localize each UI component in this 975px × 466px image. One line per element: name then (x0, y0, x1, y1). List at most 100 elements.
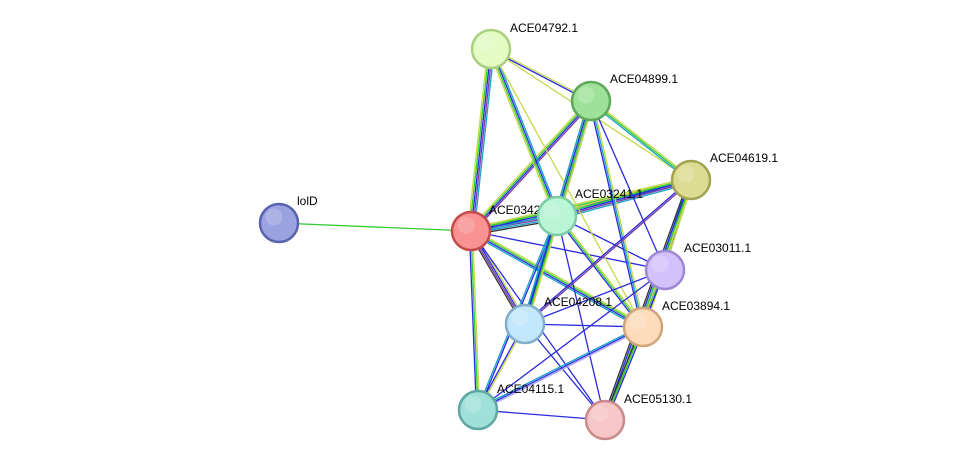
edge-line-blue (471, 101, 593, 232)
edge-lolD-ACE03420.1 (278, 222, 472, 232)
edge-line-lavender (478, 327, 645, 413)
edge-line-blue (477, 326, 644, 411)
edge-line-dark (602, 178, 690, 420)
node-circle[interactable] (258, 202, 300, 244)
node-ACE04792.1[interactable]: ACE04792.1 (470, 21, 578, 70)
edge-ACE03241.1-ACE04792.1 (488, 47, 560, 218)
node-circle[interactable] (450, 210, 492, 252)
node-circle[interactable] (622, 306, 664, 348)
edge-ACE04899.1-ACE03894.1 (588, 100, 646, 328)
node-circle[interactable] (536, 195, 578, 237)
node-highlight (651, 255, 669, 273)
node-lolD[interactable]: lolD (258, 194, 318, 244)
node-circle[interactable] (570, 80, 612, 122)
node-highlight (577, 86, 595, 104)
edge-line-blue (603, 179, 691, 420)
node-ACE03894.1[interactable]: ACE03894.1 (622, 299, 730, 348)
edge-line-purple (471, 49, 494, 232)
node-highlight (477, 34, 495, 52)
edge-line-green (590, 100, 692, 181)
edge-line-blue (468, 231, 478, 411)
edge-line-blue (555, 216, 643, 329)
edge-line-cyan (476, 324, 643, 410)
edge-ACE04899.1-ACE03011.1 (590, 100, 666, 271)
edge-ACE03241.1-ACE03894.1 (555, 214, 645, 329)
node-circle[interactable] (457, 389, 499, 431)
edge-line-cyan (473, 49, 495, 232)
node-circle[interactable] (470, 28, 512, 70)
edge-ACE04208.1-ACE05130.1 (524, 323, 606, 421)
node-ACE04899.1[interactable]: ACE04899.1 (570, 72, 678, 122)
node-ACE03420.1[interactable]: ACE0342 (450, 203, 541, 252)
node-label: ACE04792.1 (510, 21, 578, 35)
node-circle[interactable] (584, 399, 626, 441)
edge-line-blue (477, 269, 666, 411)
edge-line-blue (470, 231, 643, 329)
node-highlight (265, 208, 283, 226)
node-label: ACE04208.1 (544, 295, 612, 309)
edge-line-blue (477, 409, 606, 421)
node-ACE03241.1[interactable]: ACE03241.1 (536, 187, 643, 237)
edge-line-yellowgreen (471, 230, 481, 410)
edge-line-yellowgreen (488, 49, 556, 218)
node-label: ACE03011.1 (684, 241, 751, 255)
edge-line-yellowgreen (591, 99, 693, 180)
node-label: ACE03241.1 (575, 187, 643, 201)
edge-line-cyan (469, 232, 643, 330)
node-highlight (464, 395, 482, 413)
edge-ACE04115.1-ACE05130.1 (477, 409, 606, 421)
edge-line-yellowgreen (467, 48, 489, 231)
nodes-layer: lolD ACE0342 ACE03241.1 ACE04792.1ACE04899.… (258, 21, 778, 441)
node-label: ACE04899.1 (610, 72, 678, 86)
edge-line-green (278, 222, 472, 232)
node-highlight (591, 405, 609, 423)
node-ACE03011.1[interactable]: ACE03011.1 (644, 241, 751, 291)
node-label: lolD (297, 194, 318, 208)
node-highlight (457, 216, 475, 234)
node-circle[interactable] (670, 159, 712, 201)
edge-line-blue (556, 215, 606, 421)
edge-line-cyan (590, 100, 644, 328)
edge-ACE03420.1-ACE04792.1 (467, 48, 495, 232)
edge-line-yellowgreen (557, 214, 645, 327)
edge-line-blue (524, 323, 606, 421)
edge-ACE03011.1-ACE04208.1 (524, 269, 666, 325)
edge-line-yellowgreen (556, 176, 691, 214)
edge-line-purple (525, 180, 692, 326)
edge-line-yellowgreen (490, 48, 644, 328)
edge-ACE03894.1-ACE04115.1 (476, 324, 645, 413)
node-highlight (629, 312, 647, 330)
node-label: ACE03894.1 (662, 299, 730, 313)
node-highlight (511, 309, 529, 327)
node-highlight (677, 165, 695, 183)
edge-line-green (471, 229, 644, 327)
edge-line-yellowgreen (468, 98, 590, 230)
node-ACE04115.1[interactable]: ACE04115.1 (457, 382, 564, 431)
node-label: ACE0342 (489, 203, 541, 217)
edge-line-blue (491, 48, 559, 216)
node-circle[interactable] (504, 303, 546, 345)
edge-ACE03420.1-ACE03894.1 (469, 228, 645, 330)
edge-ACE04792.1-ACE03894.1 (490, 48, 644, 328)
edge-line-yellowgreen (471, 228, 645, 326)
edge-ACE03420.1-ACE03011.1 (470, 230, 666, 271)
edge-line-green (489, 49, 557, 217)
node-label: ACE04619.1 (710, 151, 778, 165)
edge-line-green (556, 215, 644, 328)
node-ACE04619.1[interactable]: ACE04619.1 (670, 151, 778, 201)
node-highlight (543, 201, 561, 219)
edge-ACE03241.1-ACE05130.1 (556, 215, 606, 421)
node-ACE04208.1[interactable]: ACE04208.1 (504, 295, 612, 345)
edge-line-blue (470, 48, 492, 232)
edge-line-blue (524, 269, 666, 325)
edge-line-purple (472, 102, 594, 234)
edge-line-cyan (492, 47, 560, 216)
edge-line-cyan (589, 101, 691, 182)
edge-ACE04899.1-ACE04619.1 (589, 99, 693, 182)
edge-line-green (469, 100, 591, 231)
node-circle[interactable] (644, 249, 686, 291)
node-ACE05130.1[interactable]: ACE05130.1 (584, 392, 692, 441)
edge-line-green (468, 48, 491, 231)
node-label: ACE05130.1 (624, 392, 692, 406)
